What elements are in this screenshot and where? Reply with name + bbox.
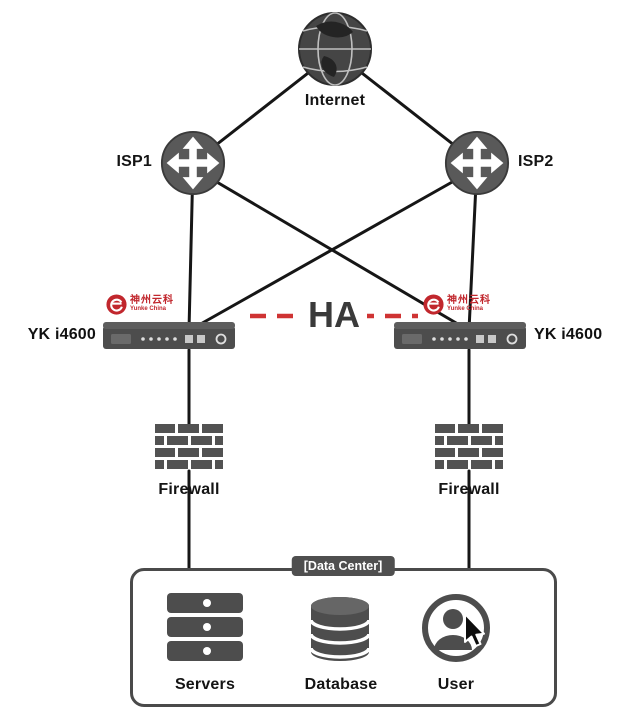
- vendor-name-en: Yunke China: [130, 306, 167, 313]
- appliance-left-node: [103, 322, 235, 357]
- internet-node: [296, 10, 374, 93]
- firewall-left-node: [155, 424, 223, 477]
- isp2-router-icon: [444, 130, 510, 196]
- vendor-name-cn: 神州云科: [447, 294, 491, 306]
- appliance-right-icon: [394, 322, 526, 349]
- appliance-right-label: YK i4600: [534, 326, 603, 343]
- appliance-left-icon: [103, 322, 235, 349]
- servers-node: [167, 593, 243, 666]
- vendor-text: 神州云科 Yunke China: [447, 294, 491, 313]
- user-icon: [422, 594, 490, 662]
- ha-label: HA: [301, 292, 367, 338]
- isp2-node: [444, 130, 510, 201]
- database-label: Database: [304, 676, 378, 693]
- isp1-router-icon: [160, 130, 226, 196]
- user-node: [421, 593, 491, 668]
- database-node: [309, 596, 371, 667]
- vendor-logo-right: 神州云科 Yunke China: [423, 291, 491, 317]
- isp2-label: ISP2: [518, 153, 554, 170]
- appliance-right-node: [394, 322, 526, 357]
- isp1-node: [160, 130, 226, 201]
- cursor-arrow-icon: [464, 613, 485, 647]
- vendor-name-cn: 神州云科: [130, 294, 174, 306]
- user-label: User: [437, 676, 475, 693]
- vendor-logo-left: 神州云科 Yunke China: [106, 291, 174, 317]
- vendor-name-en: Yunke China: [447, 306, 484, 313]
- datacenter-badge: [Data Center]: [291, 556, 395, 576]
- servers-label: Servers: [174, 676, 236, 693]
- servers-icon: [167, 593, 243, 661]
- vendor-text: 神州云科 Yunke China: [130, 294, 174, 313]
- internet-label: Internet: [304, 92, 366, 109]
- firewall-left-label: Firewall: [158, 481, 220, 498]
- internet-globe-icon: [298, 12, 372, 86]
- database-icon: [309, 597, 371, 661]
- appliance-left-label: YK i4600: [27, 326, 96, 343]
- yunke-swirl-icon: [106, 293, 127, 315]
- yunke-swirl-icon: [423, 293, 444, 315]
- isp1-label: ISP1: [116, 153, 152, 170]
- firewall-right-label: Firewall: [438, 481, 500, 498]
- firewall-right-icon: [435, 424, 503, 469]
- firewall-right-node: [435, 424, 503, 477]
- firewall-left-icon: [155, 424, 223, 469]
